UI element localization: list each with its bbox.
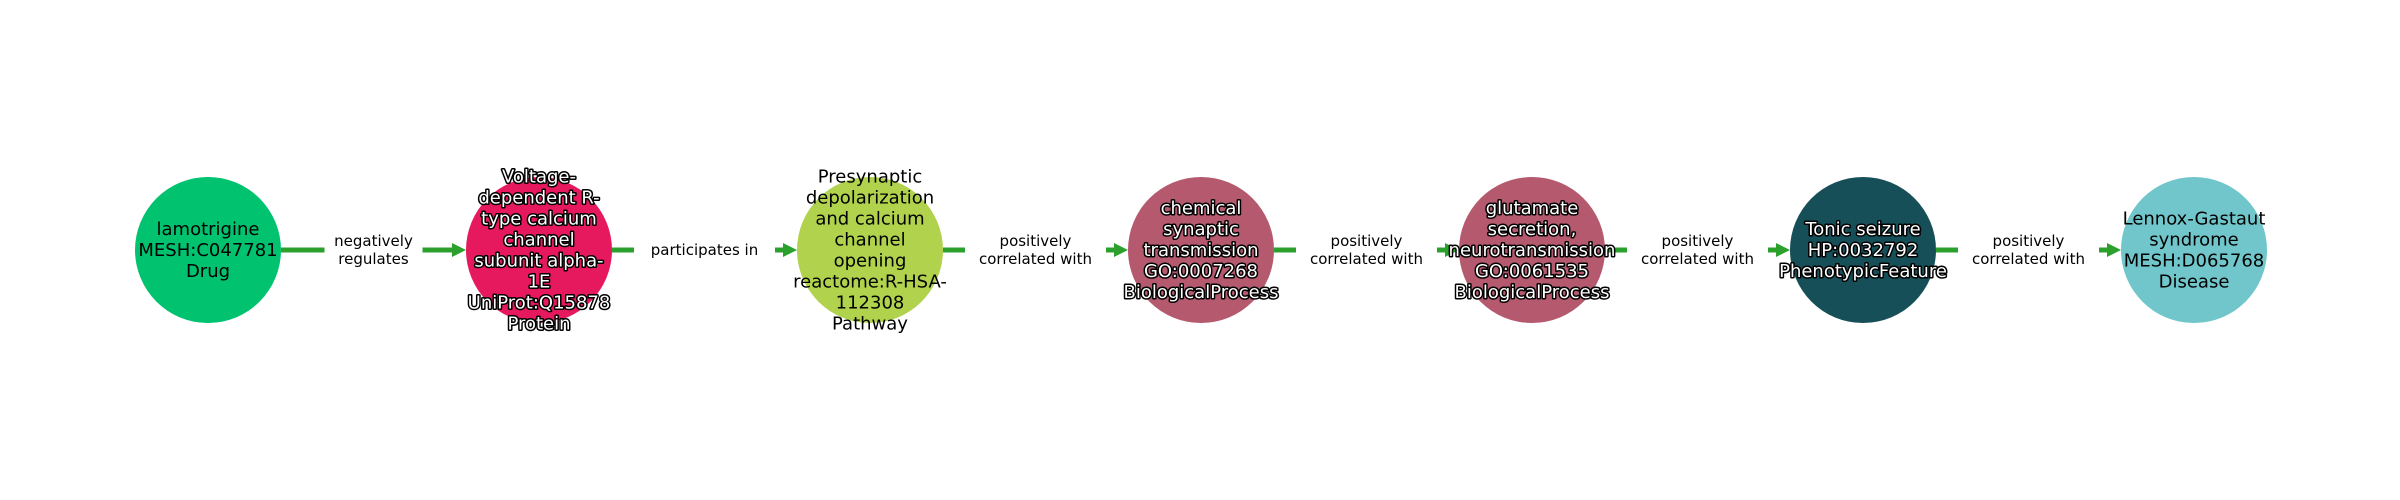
edge-label: positively: [1000, 232, 1072, 250]
node-label: Lennox-Gastaut: [2123, 209, 2266, 230]
edge-label-bg: [1958, 228, 2099, 272]
node-label: Drug: [186, 261, 230, 282]
arrowhead-icon: [1445, 243, 1459, 257]
graph-node[interactable]: chemicalsynaptictransmissionGO:0007268Bi…: [1122, 177, 1280, 323]
edge-label: correlated with: [979, 250, 1092, 268]
node-label: PhenotypicFeature: [1779, 261, 1947, 282]
graph-node[interactable]: Lennox-GastautsyndromeMESH:D065768Diseas…: [2121, 177, 2267, 323]
node-label: syndrome: [2149, 230, 2239, 251]
edge-label: negatively: [334, 232, 413, 250]
edge-label: positively: [1662, 232, 1734, 250]
edge-label-bg: [634, 237, 775, 263]
node-label: channel: [834, 230, 905, 251]
node-label: and calcium: [815, 209, 924, 230]
node-label: BiologicalProcess: [1123, 282, 1278, 303]
node-label: GO:0007268: [1144, 261, 1258, 282]
node-label: BiologicalProcess: [1454, 282, 1609, 303]
node-label: UniProt:Q15878: [468, 293, 611, 314]
edge-label: participates in: [651, 241, 758, 259]
edge-label-bg: [324, 228, 423, 272]
node-circle[interactable]: [135, 177, 281, 323]
arrowhead-icon: [1776, 243, 1790, 257]
node-circle[interactable]: [1128, 177, 1274, 323]
node-label: lamotrigine: [157, 219, 260, 240]
arrowhead-icon: [2107, 243, 2121, 257]
node-label: channel: [503, 230, 574, 251]
node-label: Voltage-: [502, 167, 576, 188]
edge: participates in: [612, 237, 797, 263]
edge-label: positively: [1993, 232, 2065, 250]
graph-node[interactable]: glutamatesecretion,neurotransmissionGO:0…: [1447, 177, 1617, 323]
edge-label: correlated with: [1310, 250, 1423, 268]
node-label: opening: [834, 251, 907, 272]
edge-label: positively: [1331, 232, 1403, 250]
node-label: subunit alpha-: [474, 251, 603, 272]
node-circle[interactable]: [2121, 177, 2267, 323]
edge-label-bg: [965, 228, 1106, 272]
node-label: Pathway: [832, 314, 908, 335]
node-label: 1E: [528, 272, 551, 293]
node-label: neurotransmission: [1449, 240, 1616, 261]
node-circle[interactable]: [1790, 177, 1936, 323]
node-label: Disease: [2159, 272, 2230, 293]
arrowhead-icon: [783, 243, 797, 257]
node-label: HP:0032792: [1808, 240, 1919, 261]
node-circle[interactable]: [466, 177, 612, 323]
node-label: reactome:R-HSA-: [793, 272, 947, 293]
edge-label: correlated with: [1641, 250, 1754, 268]
node-label: Protein: [507, 314, 570, 335]
node-label: type calcium: [481, 209, 597, 230]
node-label: MESH:D065768: [2124, 251, 2265, 272]
node-label: Tonic seizure: [1804, 219, 1920, 240]
graph-node[interactable]: Voltage-dependent R-type calciumchannels…: [466, 165, 612, 336]
node-label: synaptic: [1163, 219, 1239, 240]
node-label: chemical: [1161, 198, 1242, 219]
node-label: transmission: [1144, 240, 1259, 261]
edge-label: correlated with: [1972, 250, 2085, 268]
node-label: dependent R-: [478, 188, 599, 209]
arrowhead-icon: [1114, 243, 1128, 257]
edge-label-bg: [1296, 228, 1437, 272]
node-label: Presynaptic: [818, 167, 922, 188]
edge-label-bg: [1627, 228, 1768, 272]
edge-label: regulates: [338, 250, 409, 268]
node-label: 112308: [836, 293, 905, 314]
node-label: glutamate: [1486, 198, 1579, 219]
node-label: GO:0061535: [1475, 261, 1589, 282]
node-label: secretion,: [1488, 219, 1577, 240]
arrowhead-icon: [452, 243, 466, 257]
node-circle[interactable]: [797, 177, 943, 323]
node-label: depolarization: [806, 188, 934, 209]
node-label: MESH:C047781: [138, 240, 277, 261]
node-circle[interactable]: [1459, 177, 1605, 323]
